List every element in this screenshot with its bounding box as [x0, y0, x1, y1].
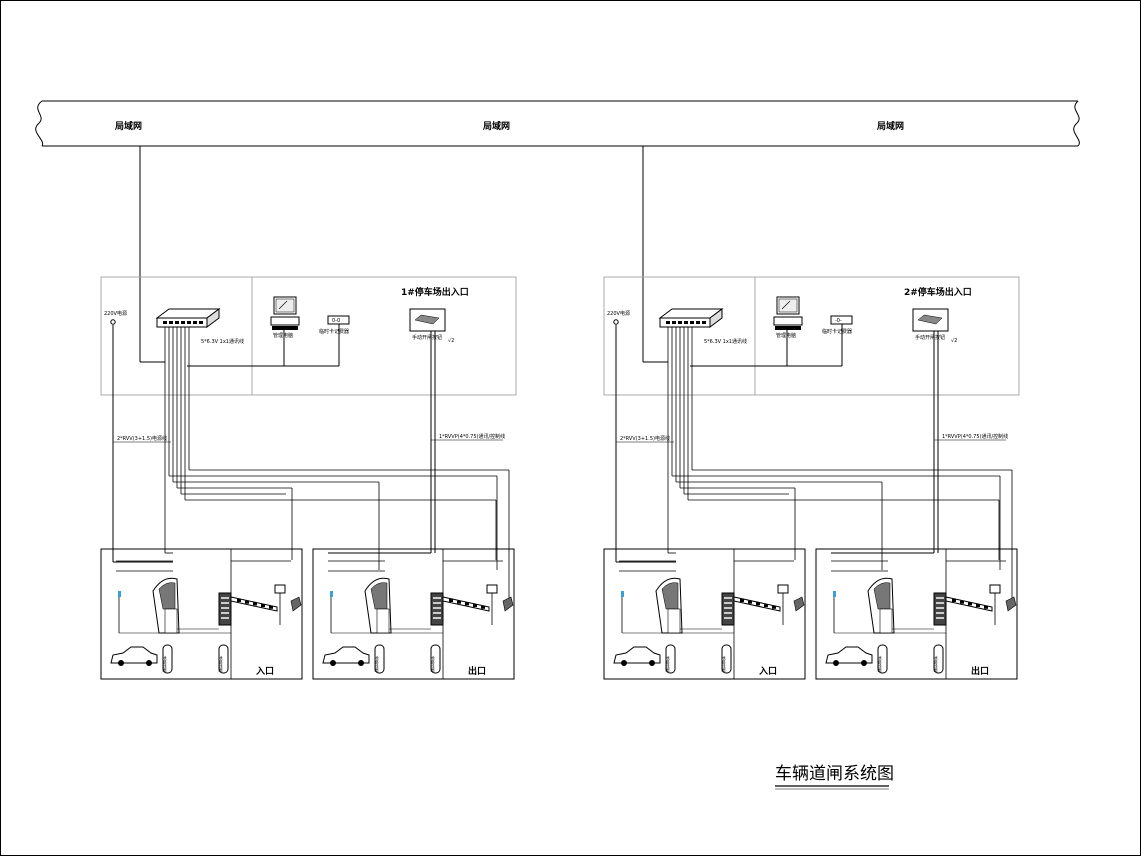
loop-sensor-icon	[877, 644, 888, 674]
camera-light-icon	[833, 591, 836, 597]
drawing-title-block: 车辆道闸系统图	[775, 764, 894, 790]
controller-box-icon	[290, 596, 302, 612]
loop-sensor-label: 地感线圈	[163, 655, 168, 673]
power-label: 220V电源	[104, 310, 127, 317]
cable-label-right: 1*RVVP(4*0.75)通讯/控制线	[439, 433, 505, 440]
power-label: 220V电源	[607, 310, 630, 317]
manual-button-icon	[414, 314, 440, 325]
card-issuer-label: 临时卡记费器	[319, 328, 349, 335]
exit-lane-box	[815, 548, 1018, 680]
loop-sensor-icon	[430, 644, 441, 674]
management-pc-icon	[270, 296, 300, 330]
lane-label: 出口	[971, 665, 989, 677]
parking-system-1: 1#停车场出入口 220V电源 5*6.3V 1x1通讯线 管理电脑 0-0 临时卡记费器…	[100, 146, 517, 680]
cable-label-left: 2*RVV(3+1.5)电源线	[117, 435, 167, 442]
management-pc-icon	[773, 296, 803, 330]
loop-sensor-label: 地感线圈	[375, 655, 380, 673]
switch-caption: 5*6.3V 1x1通讯线	[704, 338, 747, 345]
ticket-dispenser-icon	[364, 577, 392, 634]
lane-label: 入口	[758, 666, 777, 677]
power-terminal	[110, 319, 116, 325]
exit-lane-box	[312, 548, 515, 680]
system-title: 2#停车场出入口	[904, 286, 972, 298]
loop-sensor-icon	[374, 644, 385, 674]
camera-light-icon	[330, 591, 333, 597]
ticket-dispenser-icon	[655, 577, 683, 634]
manual-button-icon	[917, 314, 943, 325]
loop-sensor-label: 地感线圈	[934, 655, 939, 673]
network-switch-icon	[658, 308, 724, 328]
controller-box-icon	[1005, 596, 1017, 612]
barrier-gate-icon	[933, 592, 993, 626]
lane-label: 出口	[468, 665, 486, 677]
loop-sensor-icon	[665, 644, 676, 674]
car-icon	[110, 646, 158, 666]
manual-button-label: 手动开闸按钮	[915, 334, 945, 341]
control-room-box	[603, 276, 1020, 396]
loop-sensor-label: 地感线圈	[722, 655, 727, 673]
car-icon	[322, 646, 370, 666]
loop-sensor-label: 地感线圈	[878, 655, 883, 673]
entry-lane: 地感线圈 地感线圈入口	[603, 548, 806, 680]
card-issuer-label: 临时卡记费器	[822, 328, 852, 335]
entry-lane: 地感线圈 地感线圈入口	[100, 548, 303, 680]
drawing-title: 车辆道闸系统图	[775, 764, 894, 784]
entry-lane-box	[603, 548, 806, 680]
control-room-box	[100, 276, 517, 396]
controller-box-icon	[502, 596, 514, 612]
controller-box-icon	[793, 596, 805, 612]
loop-sensor-label: 地感线圈	[431, 655, 436, 673]
loop-sensor-icon	[162, 644, 173, 674]
detector-head-icon	[989, 584, 1001, 594]
barrier-gate-icon	[430, 592, 490, 626]
loop-sensor-icon	[218, 644, 229, 674]
card-issuer-display: -0-	[835, 318, 842, 324]
card-issuer-display: 0-0	[332, 318, 340, 324]
loop-sensor-icon	[721, 644, 732, 674]
parking-system-2: 2#停车场出入口 220V电源 5*6.3V 1x1通讯线 管理电脑 -0- 临时卡记费器…	[603, 146, 1020, 680]
manual-button-tag: √2	[448, 338, 454, 344]
loop-sensor-icon	[933, 644, 944, 674]
ticket-dispenser-icon	[152, 577, 180, 634]
lan-backbone: 局域网 局域网 局域网	[35, 100, 1080, 147]
lan-label-right: 局域网	[877, 120, 904, 132]
camera-light-icon	[118, 591, 121, 597]
detector-head-icon	[274, 584, 286, 594]
lane-label: 入口	[255, 666, 274, 677]
detector-head-icon	[777, 584, 789, 594]
ticket-dispenser-icon	[867, 577, 895, 634]
lan-label-left: 局域网	[115, 120, 142, 132]
exit-lane: 地感线圈 地感线圈出口	[312, 548, 515, 680]
switch-caption: 5*6.3V 1x1通讯线	[201, 338, 244, 345]
car-icon	[825, 646, 873, 666]
network-switch-icon	[155, 308, 221, 328]
exit-lane: 地感线圈 地感线圈出口	[815, 548, 1018, 680]
cable-label-right: 1*RVVP(4*0.75)通讯/控制线	[942, 433, 1008, 440]
cable-label-left: 2*RVV(3+1.5)电源线	[620, 435, 670, 442]
management-pc-label: 管理电脑	[273, 332, 293, 339]
lan-label-center: 局域网	[483, 120, 510, 132]
car-icon	[613, 646, 661, 666]
detector-head-icon	[486, 584, 498, 594]
entry-lane-box	[100, 548, 303, 680]
camera-light-icon	[621, 591, 624, 597]
manual-button-tag: √2	[951, 338, 957, 344]
system-title: 1#停车场出入口	[401, 286, 469, 298]
power-terminal	[613, 319, 619, 325]
manual-button-label: 手动开闸按钮	[412, 334, 442, 341]
barrier-gate-icon	[218, 592, 278, 626]
barrier-gate-icon	[721, 592, 781, 626]
loop-sensor-label: 地感线圈	[219, 655, 224, 673]
management-pc-label: 管理电脑	[776, 332, 796, 339]
loop-sensor-label: 地感线圈	[666, 655, 671, 673]
